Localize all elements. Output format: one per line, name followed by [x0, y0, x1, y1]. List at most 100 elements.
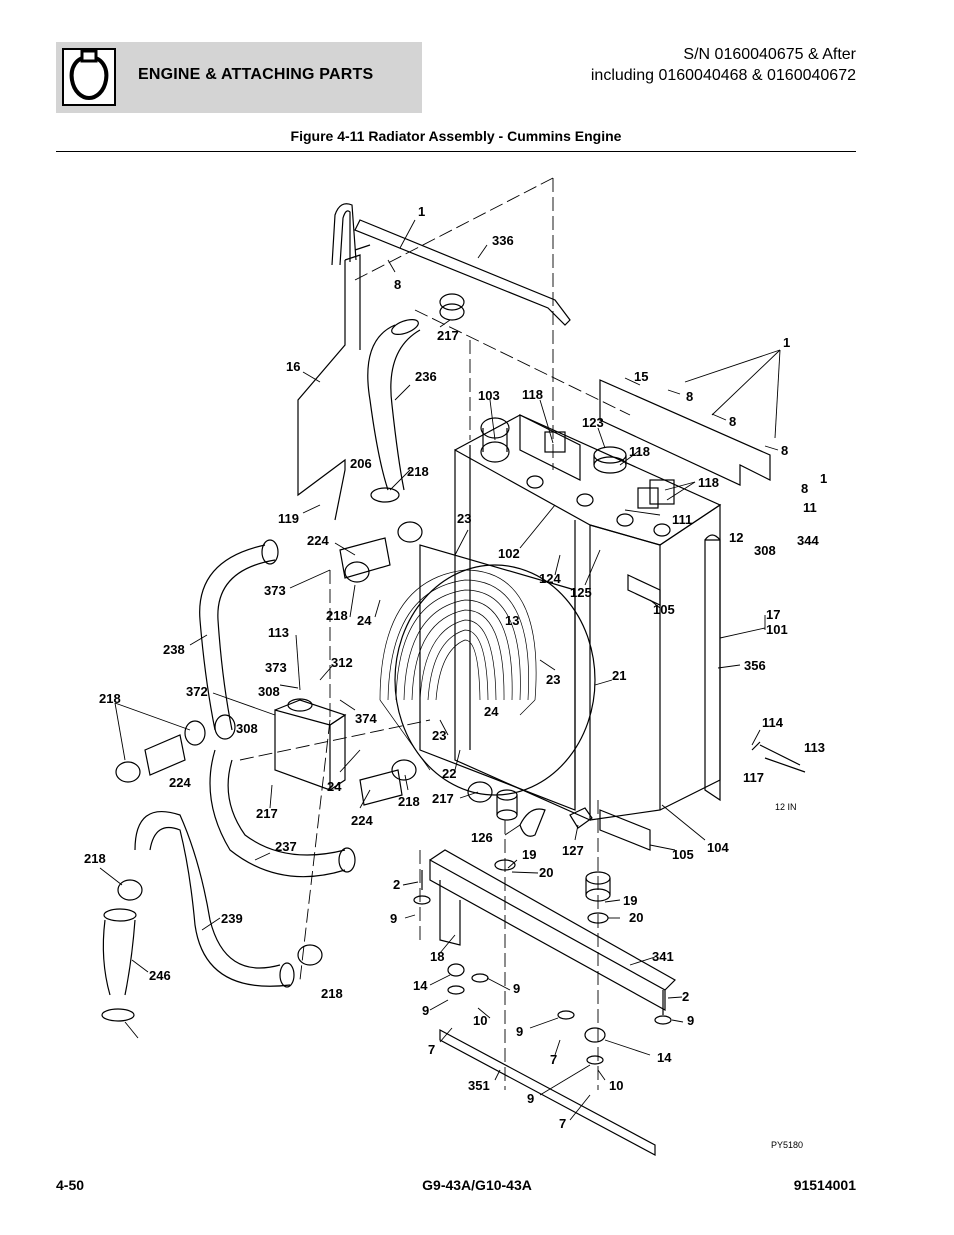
callout: 8 — [781, 443, 788, 458]
callout: 9 — [390, 911, 397, 926]
callout: 9 — [513, 981, 520, 996]
callout: 18 — [430, 949, 444, 964]
callout: 10 — [609, 1078, 623, 1093]
callout: 125 — [570, 585, 592, 600]
callout: 373 — [265, 660, 287, 675]
callout: 7 — [428, 1042, 435, 1057]
callout: 118 — [698, 475, 719, 490]
callout: 10 — [473, 1013, 487, 1028]
callout: 17 — [766, 607, 780, 622]
callout: 9 — [527, 1091, 534, 1106]
section-title: ENGINE & ATTACHING PARTS — [138, 66, 374, 83]
callout: 218 — [326, 608, 348, 623]
callout: 356 — [744, 658, 766, 673]
callout: 24 — [327, 779, 342, 794]
callout-labels: 1 336 8 217 16 236 103 118 15 1 8 8 8 12… — [84, 204, 827, 1131]
callout: 2 — [682, 989, 689, 1004]
callout: 344 — [797, 533, 819, 548]
callout: 101 — [766, 622, 788, 637]
callout: 372 — [186, 684, 208, 699]
callout: 351 — [468, 1078, 490, 1093]
callout: 336 — [492, 233, 514, 248]
callout: 23 — [457, 511, 471, 526]
callout: 7 — [550, 1052, 557, 1067]
callout: 117 — [743, 770, 764, 785]
callout: 9 — [516, 1024, 523, 1039]
callout: 239 — [221, 911, 243, 926]
callout: 15 — [634, 369, 648, 384]
callout: 217 — [432, 791, 454, 806]
callout: 113 — [268, 625, 289, 640]
callout: 8 — [801, 481, 808, 496]
callout: 118 — [629, 444, 650, 459]
callout: 111 — [672, 512, 692, 527]
callout: 23 — [432, 728, 446, 743]
callout: 13 — [505, 613, 519, 628]
callout: 373 — [264, 583, 286, 598]
callout: 217 — [256, 806, 278, 821]
callout: 218 — [99, 691, 121, 706]
callout: 8 — [729, 414, 736, 429]
manual-part-number: 91514001 — [793, 1177, 856, 1193]
callout: 374 — [355, 711, 377, 726]
callout: 308 — [258, 684, 280, 699]
callout: 312 — [331, 655, 353, 670]
callout: 224 — [307, 533, 329, 548]
callout: 12 — [729, 530, 743, 545]
callout: 1 — [418, 204, 425, 219]
callout: 119 — [278, 511, 299, 526]
callout: 24 — [484, 704, 499, 719]
callout: 19 — [623, 893, 637, 908]
callout: 206 — [350, 456, 372, 471]
callout: 23 — [546, 672, 560, 687]
drawing-id: PY5180 — [771, 1140, 803, 1150]
radiator-assembly-diagram: 1 336 8 217 16 236 103 118 15 1 8 8 8 12… — [84, 177, 827, 1157]
callout: 217 — [437, 328, 459, 343]
callout: 20 — [539, 865, 553, 880]
callout: 8 — [394, 277, 401, 292]
callout: 21 — [612, 668, 626, 683]
callout: 102 — [498, 546, 520, 561]
callout: 123 — [582, 415, 604, 430]
callout: 103 — [478, 388, 500, 403]
callout: 218 — [407, 464, 429, 479]
callout: 236 — [415, 369, 437, 384]
callout: 24 — [357, 613, 372, 628]
callout: 238 — [163, 642, 185, 657]
callout: 118 — [522, 387, 543, 402]
callout: 224 — [351, 813, 373, 828]
callout: 105 — [653, 602, 675, 617]
callout: 341 — [652, 949, 674, 964]
callout: 224 — [169, 775, 191, 790]
callout: 2 — [393, 877, 400, 892]
callout: 14 — [657, 1050, 672, 1065]
callout: 1 — [783, 335, 790, 350]
callout: 9 — [687, 1013, 694, 1028]
callout: 7 — [559, 1116, 566, 1131]
callout: 19 — [522, 847, 536, 862]
callout: 218 — [321, 986, 343, 1001]
page-number: 4-50 — [56, 1177, 85, 1193]
callout: 22 — [442, 766, 456, 781]
callout: 105 — [672, 847, 694, 862]
callout: 104 — [707, 840, 729, 855]
callout: 246 — [149, 968, 171, 983]
callout: 14 — [413, 978, 428, 993]
serial-line-1: S/N 0160040675 & After — [683, 46, 856, 63]
callout: 308 — [754, 543, 776, 558]
callout: 113 — [804, 740, 825, 755]
serial-line-2: including 0160040468 & 0160040672 — [590, 67, 856, 84]
callout: 1 — [820, 471, 827, 486]
callout: 237 — [275, 839, 297, 854]
callout: 124 — [539, 571, 561, 586]
engine-icon — [62, 48, 116, 106]
callout: 127 — [562, 843, 584, 858]
serial-number-range: S/N 0160040675 & After including 0160040… — [591, 44, 856, 86]
callout: 308 — [236, 721, 258, 736]
dimension-note: 12 IN — [775, 802, 797, 812]
callout: 20 — [629, 910, 643, 925]
callout: 218 — [398, 794, 420, 809]
callout: 8 — [686, 389, 693, 404]
callout: 114 — [762, 715, 784, 730]
callout: 11 — [803, 500, 817, 515]
